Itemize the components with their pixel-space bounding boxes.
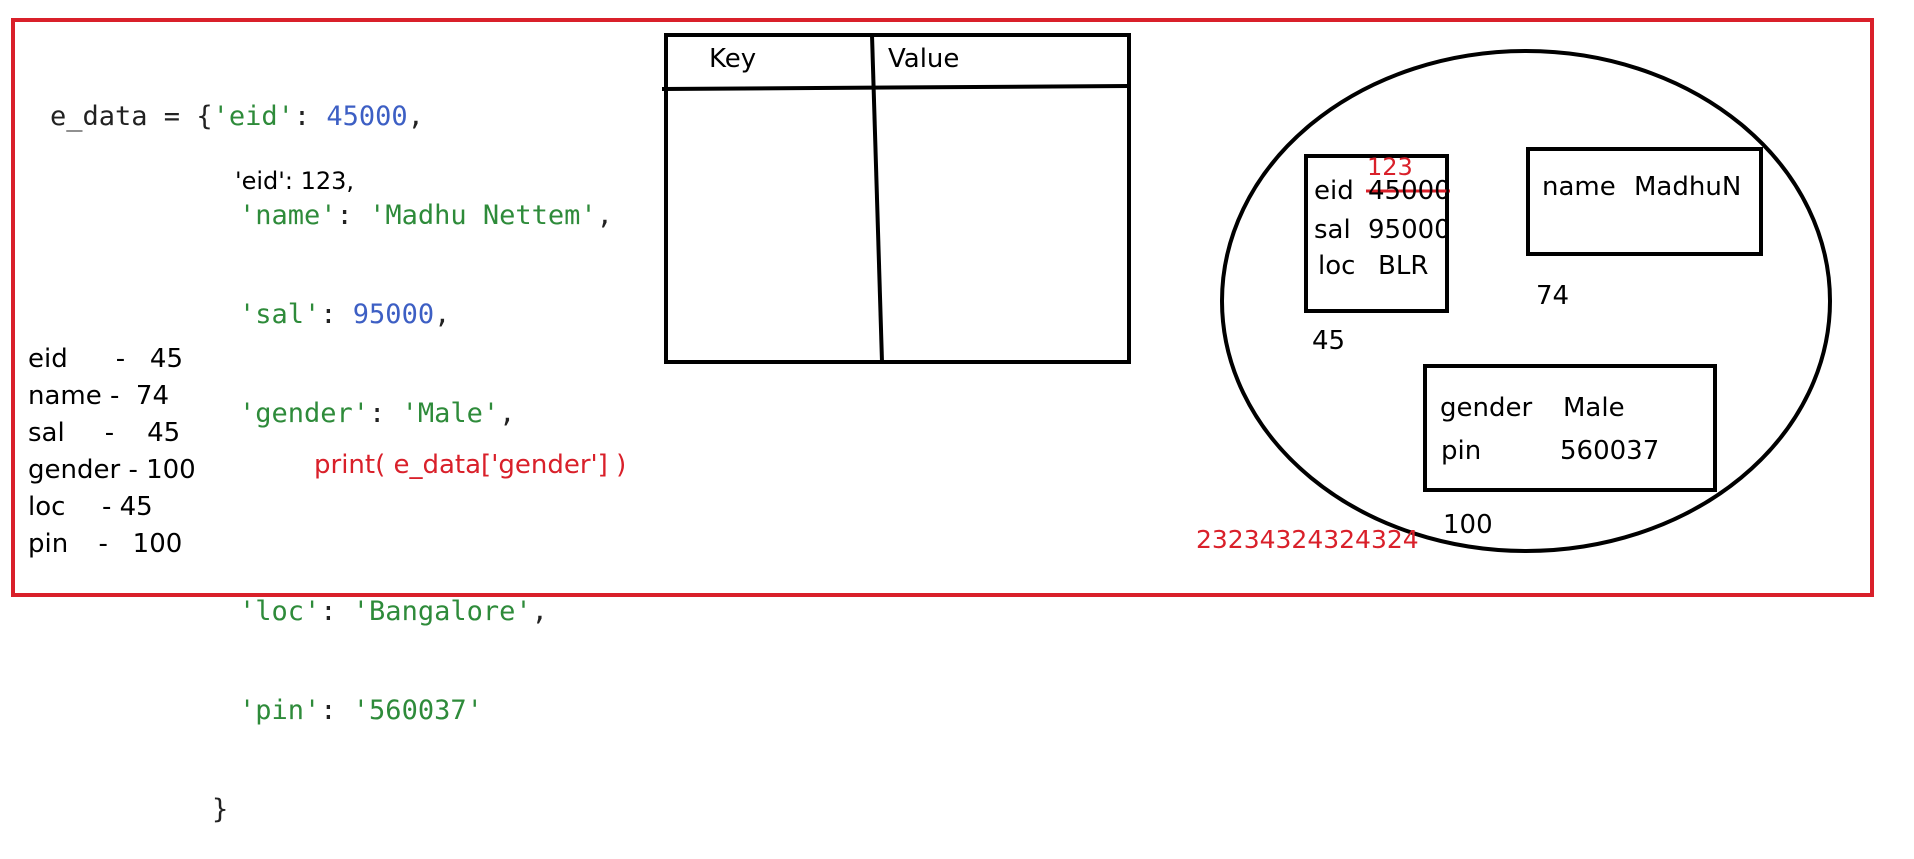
code-line-2: 'name': 'Madhu Nettem', — [239, 200, 613, 231]
memory-ellipse — [1220, 49, 1832, 553]
bucket-74-row-name-value: MadhuN — [1634, 172, 1742, 202]
red-frame — [11, 18, 1874, 597]
code-line-1: e_data = {'eid': 45000, — [50, 101, 424, 132]
bucket-45-new-value: 123 — [1367, 153, 1413, 181]
bucket-45-address: 45 — [1312, 326, 1346, 356]
bucket-100-row-pin-key: pin — [1441, 436, 1482, 466]
kv-table-outline — [664, 33, 1131, 364]
bucket-100-row-pin-value: 560037 — [1560, 436, 1660, 466]
code-dict-literal: e_data = {'eid': 45000, 'name': 'Madhu N… — [50, 34, 613, 859]
bucket-45-row-loc-key: loc — [1318, 251, 1356, 281]
bucket-45-row-eid-key: eid — [1314, 176, 1354, 206]
kv-table-column-divider — [870, 34, 884, 363]
bucket-45-row-eid-value: 45000 — [1368, 176, 1451, 206]
bucket-45-row-sal-key: sal — [1314, 215, 1351, 245]
bucket-100-box — [1423, 364, 1717, 492]
bucket-74-row-name-key: name — [1542, 172, 1616, 202]
bucket-100-address: 100 — [1443, 510, 1493, 540]
diagram-shapes — [661, 33, 1832, 553]
list-item: pin - 100 — [28, 529, 183, 559]
object-id-label: 23234324324324 — [1196, 525, 1419, 554]
kv-table-value-header: Value — [888, 44, 960, 74]
code-line-5: 'loc': 'Bangalore', — [239, 596, 548, 627]
bucket-45-row-sal-value: 95000 — [1368, 215, 1451, 245]
bucket-45-row-loc-value: BLR — [1378, 251, 1429, 281]
code-line-3: 'sal': 95000, — [239, 299, 451, 330]
handwritten-eid-insert: 'eid': 123, — [235, 167, 355, 195]
code-closing-brace: } — [212, 794, 229, 825]
list-item: sal- 45 — [28, 418, 181, 448]
print-statement: print( e_data['gender'] ) — [314, 450, 627, 480]
bucket-45-box — [1304, 154, 1449, 313]
bucket-74-box — [1526, 147, 1763, 256]
code-line-4: 'gender': 'Male', — [239, 398, 516, 429]
list-item: loc - 45 — [28, 492, 153, 522]
list-item: name - 74 — [28, 381, 169, 411]
kv-table-header-divider — [661, 84, 1130, 91]
kv-table-key-header: Key — [709, 44, 757, 74]
bucket-100-row-gender-value: Male — [1563, 393, 1625, 423]
bucket-74-address: 74 — [1536, 281, 1570, 311]
list-item: eid- 45 — [28, 344, 183, 374]
list-item: gender - 100 — [28, 455, 196, 485]
code-line-6: 'pin': '560037' — [239, 695, 483, 726]
bucket-100-row-gender-key: gender — [1440, 393, 1533, 423]
